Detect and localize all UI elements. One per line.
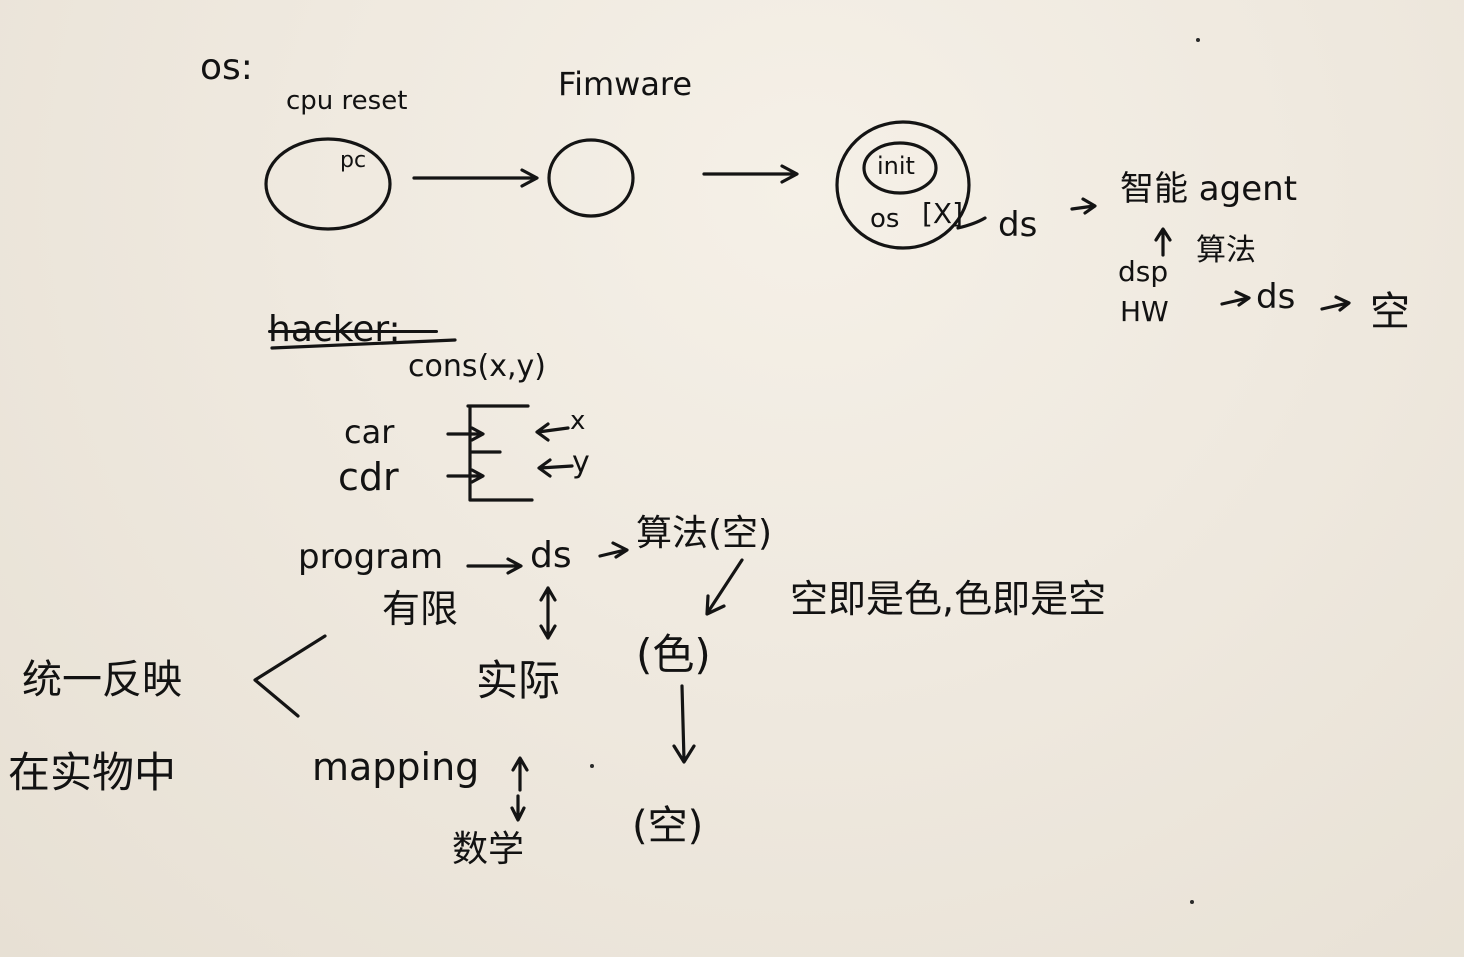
- in-things-label: 在实物中: [8, 748, 177, 797]
- init-label: init: [877, 152, 915, 180]
- empty-is-form-label: 空即是色,色即是空: [790, 577, 1107, 621]
- pen-dot: [1190, 900, 1194, 904]
- cdr-arrow: [446, 468, 485, 484]
- os-bracket-label: [X]: [922, 197, 964, 230]
- reality-label: 实际: [476, 656, 561, 705]
- cpu-reset-label: cpu reset: [286, 86, 408, 116]
- hacker-heading: hacker:: [268, 309, 401, 350]
- bracket-chevron: [253, 634, 327, 718]
- dsp-label: dsp: [1118, 255, 1169, 288]
- hacker-underline: [270, 338, 457, 350]
- empty-final-label: (空): [632, 803, 704, 849]
- hacker-strikethrough: [268, 330, 438, 333]
- y-arrow: [537, 458, 574, 478]
- cdr-label: cdr: [338, 455, 399, 499]
- init-inner-circle: [862, 141, 938, 195]
- mapping-label: mapping: [312, 745, 480, 789]
- arrow-algo-form: [705, 558, 744, 616]
- arrow-form-empty: [672, 684, 696, 764]
- x-arrow: [535, 422, 570, 442]
- car-label: car: [344, 413, 395, 451]
- arrow-ds-empty: [1320, 295, 1351, 312]
- firmware-label: Fimware: [558, 65, 693, 103]
- cons-cell: [466, 404, 534, 502]
- note-title: os:: [200, 47, 253, 88]
- pc-label: pc: [340, 148, 367, 173]
- firmware-circle: [547, 138, 635, 218]
- arrow-hw-ds: [1220, 290, 1251, 307]
- agent-label: 智能 agent: [1120, 169, 1298, 209]
- flow-ds-label: ds: [530, 535, 572, 576]
- ds-label: ds: [998, 205, 1038, 245]
- arrow-reality-mapping-up: [511, 756, 529, 792]
- cpu-circle: [264, 137, 392, 231]
- arrow-mapping-down: [510, 794, 526, 822]
- math-label: 数学: [452, 829, 525, 870]
- pen-dot: [590, 764, 594, 768]
- pen-dot: [1196, 38, 1200, 42]
- arrow-up-agent: [1154, 227, 1172, 257]
- arrow-osx-ds: [956, 216, 987, 230]
- x-label: x: [570, 406, 586, 436]
- os-label: os: [870, 204, 900, 234]
- unified-label: 统一反映: [22, 657, 182, 703]
- ds2-label: ds: [1256, 277, 1296, 317]
- program-label: program: [298, 537, 444, 577]
- arrow-cpu-firmware: [412, 168, 539, 188]
- hw-label: HW: [1120, 295, 1169, 328]
- algo-empty-label: 算法(空): [636, 513, 773, 554]
- os-outer-circle: [835, 120, 971, 250]
- form-label: (色): [636, 630, 711, 679]
- arrow-ds-algo: [598, 541, 629, 559]
- car-arrow: [446, 426, 485, 442]
- cons-label: cons(x,y): [408, 349, 546, 384]
- arrow-ds-reality: [539, 586, 557, 640]
- empty-label: 空: [1370, 289, 1410, 335]
- arrow-program-ds: [466, 557, 523, 575]
- arrow-ds-agent: [1070, 197, 1097, 215]
- arrow-firmware-os: [702, 164, 799, 184]
- y-label: y: [572, 445, 590, 480]
- algo-label: 算法: [1196, 233, 1256, 268]
- limited-label: 有限: [382, 587, 459, 631]
